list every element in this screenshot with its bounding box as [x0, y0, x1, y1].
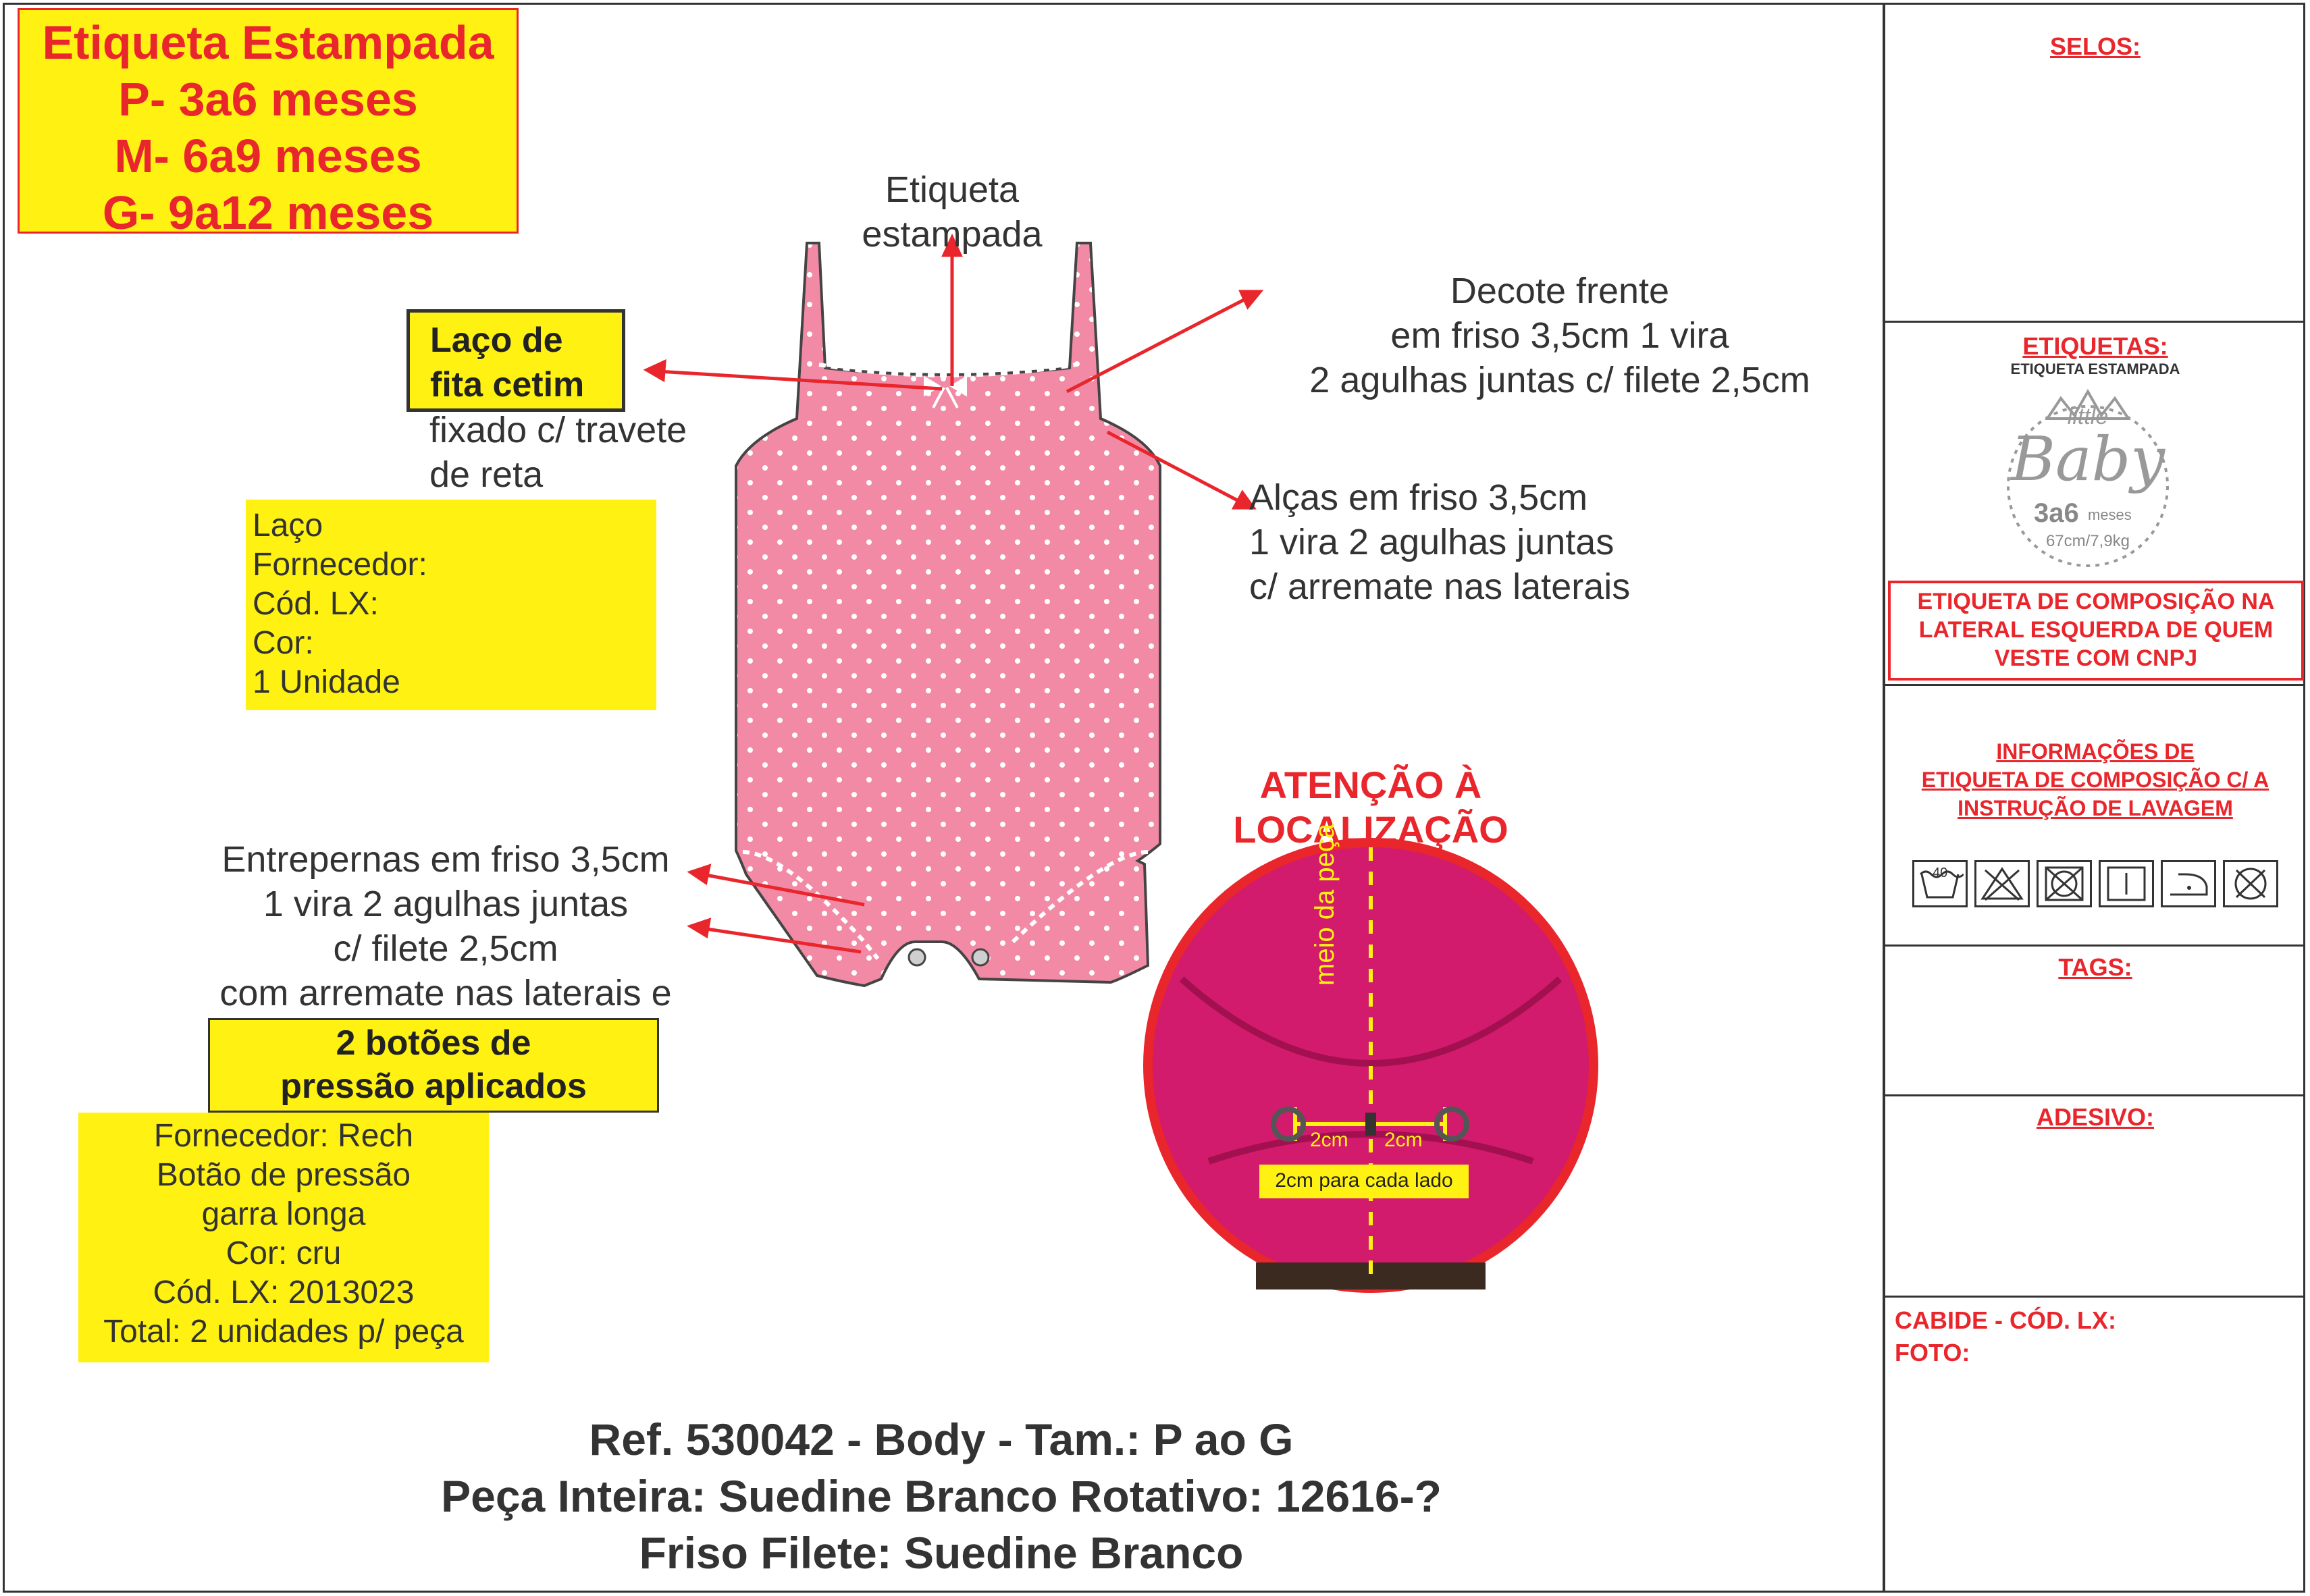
footer-block: Ref. 530042 - Body - Tam.: P ao G Peça I… — [0, 1411, 1883, 1581]
iron-low-icon — [2161, 860, 2216, 907]
no-bleach-icon — [1974, 860, 2030, 907]
laco-sub-note: fixado c/ travete de reta — [429, 410, 687, 495]
entrepernas-note: Entrepernas em friso 3,5cm 1 vira 2 agul… — [219, 839, 672, 1013]
annotation-arrows — [643, 234, 1264, 954]
detail-center-label: meio da peça — [1310, 823, 1340, 986]
panel-informacoes: INFORMAÇÕES DE ETIQUETA DE COMPOSIÇÃO C/… — [1885, 686, 2305, 947]
leg-binding — [742, 850, 880, 960]
garment-illustration — [643, 234, 1598, 1293]
decote-note: Decote frente em friso 3,5cm 1 vira 2 ag… — [1309, 271, 1810, 400]
neckline-binding — [818, 363, 1078, 377]
wash-temp-label: 40 — [1933, 866, 1948, 880]
sidebar-divider — [1883, 3, 1885, 1593]
botoes-title-box: 2 botões de pressão aplicados — [208, 1018, 659, 1113]
panel-cabide: CABIDE - CÓD. LX: FOTO: — [1895, 1306, 2116, 1366]
wash-40-icon — [1912, 860, 1968, 907]
no-dry-clean-icon — [2223, 860, 2278, 907]
sizes-title: Etiqueta Estampada — [42, 16, 494, 69]
panel-etiquetas: ETIQUETAS: ETIQUETA ESTAMPADA little Bab… — [1885, 323, 2305, 686]
sizes-box: Etiqueta Estampada P- 3a6 meses M- 6a9 m… — [18, 8, 519, 239]
size-p: P- 3a6 meses — [118, 73, 418, 126]
snap-right — [971, 948, 990, 967]
footer-ref: Ref. 530042 - Body - Tam.: P ao G — [589, 1414, 1294, 1464]
attention-heading: ATENÇÃO À LOCALIZAÇÃO — [1233, 764, 1508, 851]
panel-selos: SELOS: — [1885, 3, 2305, 323]
care-symbols — [1885, 860, 2305, 907]
panel-adesivo: ADESIVO: — [1885, 1096, 2305, 1298]
label-top-note: Etiqueta estampada — [862, 169, 1043, 255]
snap-detail-circle — [1143, 838, 1598, 1293]
no-tumble-dry-icon — [2037, 860, 2092, 907]
size-g: G- 9a12 meses — [102, 186, 434, 239]
snap-left — [908, 948, 926, 967]
detail-left-measure: 2cm — [1310, 1129, 1348, 1151]
line-dry-icon — [2099, 860, 2154, 907]
size-m: M- 6a9 meses — [114, 130, 422, 182]
detail-right-measure: 2cm — [1384, 1129, 1423, 1151]
footer-trim: Friso Filete: Suedine Branco — [639, 1528, 1244, 1578]
page-frame — [3, 3, 2305, 1593]
alcas-note: Alças em friso 3,5cm 1 vira 2 agulhas ju… — [1249, 477, 1631, 607]
botoes-info-box: Fornecedor: Rech Botão de pressão garra … — [78, 1113, 489, 1362]
detail-note: 2cm para cada lado — [1275, 1169, 1453, 1192]
bodysuit-shape — [735, 242, 1161, 988]
little-baby-logo — [2007, 388, 2169, 567]
laco-info-box: Laço Fornecedor: Cód. LX: Cor: 1 Unidade — [246, 500, 656, 710]
footer-fabric: Peça Inteira: Suedine Branco Rotativo: 1… — [441, 1471, 1442, 1521]
laco-title-box: Laço de fita cetim — [406, 309, 625, 412]
panel-tags: TAGS: — [1885, 947, 2305, 1096]
panel-composicao: ETIQUETA DE COMPOSIÇÃO NA LATERAL ESQUER… — [1888, 581, 2304, 681]
